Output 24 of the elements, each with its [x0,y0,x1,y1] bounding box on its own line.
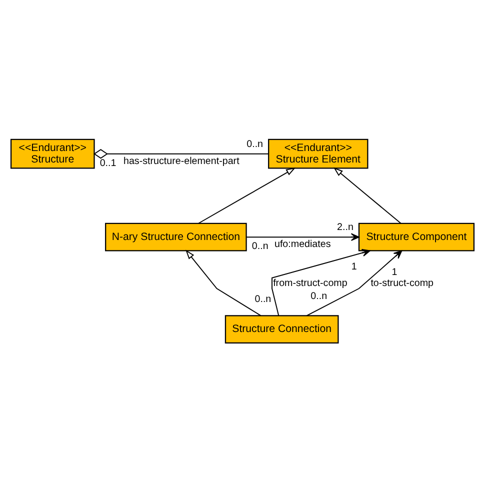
node-box: Structure Component [358,222,475,251]
label: 0..n [254,293,272,304]
arrow [333,166,402,224]
arrow [198,167,296,224]
label: 1 [392,266,398,278]
arrow [272,248,370,316]
label: 2..n [337,222,354,233]
label: 0..n [310,290,328,302]
label: 0..n [246,138,264,150]
node-box: N-ary Structure Connection [105,222,247,251]
label: 1 [351,260,357,272]
edge-label: from-struct-comp [273,277,348,288]
node-box: <<Endurant>> Structure Element [268,138,368,168]
arrow [246,232,360,240]
label: 0..n [252,240,268,252]
node-box: <<Endurant>> Structure [10,138,95,168]
edge-label: to-struct-comp [370,277,434,288]
arrow [306,250,402,316]
connector [94,148,269,158]
arrow [186,249,262,316]
node-box: Structure Connection [224,314,339,344]
edge-label: has-structure-element-part [124,156,240,167]
edge-label: ufo:mediates [274,238,331,250]
label: 0..1 [100,157,116,168]
